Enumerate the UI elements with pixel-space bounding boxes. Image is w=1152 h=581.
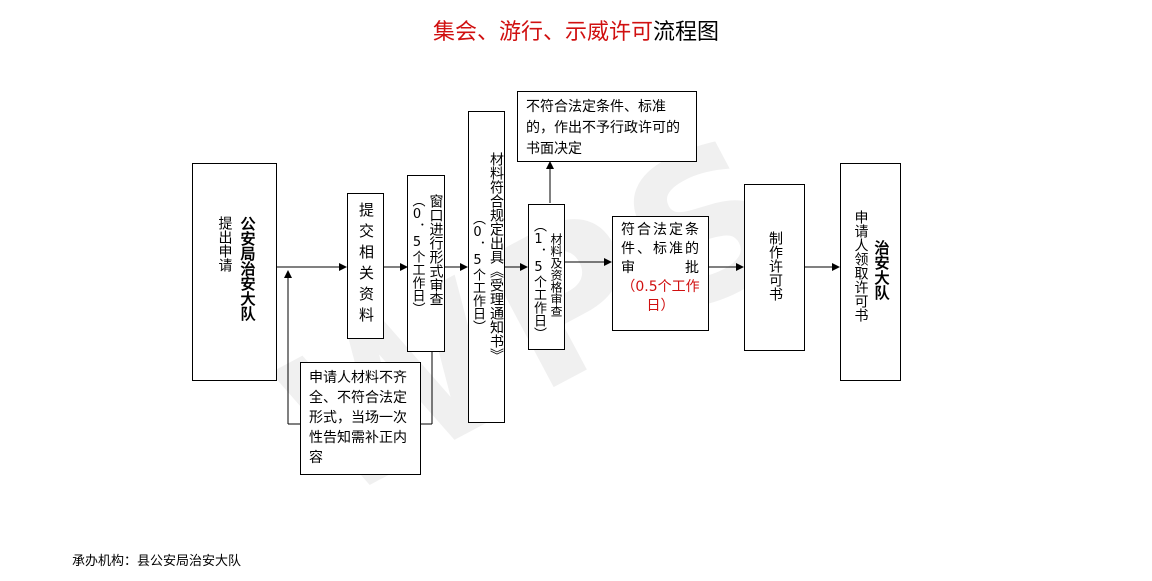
window-box: 窗口进行形式审查 （0．5个工作日） bbox=[407, 175, 445, 352]
page-title: 集会、游行、示威许可流程图 bbox=[0, 14, 1152, 46]
make-box: 制作许可书 bbox=[744, 184, 805, 351]
reject-text: 不符合法定条件、标准的，作出不予行政许可的书面决定 bbox=[526, 99, 680, 157]
end-box: 治安大队 申请人领取许可书 bbox=[840, 163, 901, 381]
start-normal-text: 提出申请 bbox=[216, 216, 233, 272]
accept-time-text: （0．5个工作日） bbox=[470, 212, 485, 333]
accept-main-text: 材料符合规定出具《受理通知书》 bbox=[488, 152, 504, 362]
reject-box: 不符合法定条件、标准的，作出不予行政许可的书面决定 bbox=[517, 91, 697, 162]
window-main-text: 窗口进行形式审查 bbox=[427, 194, 444, 306]
accept-box: 材料符合规定出具《受理通知书》 （0．5个工作日） bbox=[468, 111, 505, 423]
approve-box: 符合法定条件、标准的审批 （0.5个工作日） bbox=[612, 216, 709, 331]
incomplete-box: 申请人材料不齐全、不符合法定形式，当场一次性告知需补正内容 bbox=[300, 362, 421, 475]
start-box: 公安局治安大队 提出申请 bbox=[192, 163, 277, 381]
end-bold-text: 治安大队 bbox=[872, 240, 891, 300]
window-time-text: （0．5个工作日） bbox=[409, 194, 425, 315]
approve-main-text: 符合法定条件、标准的审批 bbox=[621, 222, 700, 276]
submit-text: 提交相关资料 bbox=[357, 202, 375, 328]
review-time-text: （1．5个工作日） bbox=[531, 219, 546, 340]
make-text: 制作许可书 bbox=[767, 231, 783, 301]
end-normal-text: 申请人领取许可书 bbox=[852, 210, 869, 322]
approve-time-text: （0.5个工作日） bbox=[621, 279, 700, 314]
title-red: 集会、游行、示威许可 bbox=[432, 20, 653, 45]
submit-box: 提交相关资料 bbox=[347, 193, 384, 339]
review-box: 材料及资格审查 （1．5个工作日） bbox=[528, 204, 565, 350]
start-bold-text: 公安局治安大队 bbox=[238, 216, 257, 321]
footer-organizer: 承办机构：县公安局治安大队 bbox=[72, 554, 242, 569]
review-main-text: 材料及资格审查 bbox=[549, 233, 563, 317]
title-black: 流程图 bbox=[653, 20, 720, 45]
incomplete-text: 申请人材料不齐全、不符合法定形式，当场一次性告知需补正内容 bbox=[309, 370, 407, 466]
